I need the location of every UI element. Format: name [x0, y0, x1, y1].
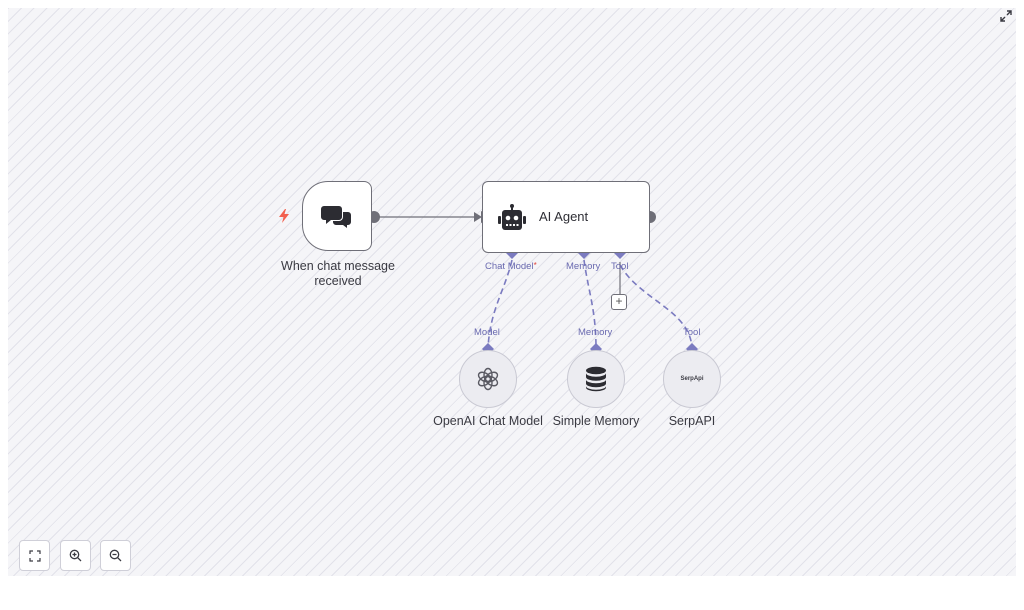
tool-output-label: Tool — [683, 327, 701, 338]
simple-memory-node[interactable] — [567, 350, 625, 408]
serpapi-logo: SerpApi — [680, 376, 704, 382]
zoom-out-button[interactable] — [100, 540, 131, 571]
fullscreen-button[interactable] — [998, 8, 1014, 24]
ai-agent-node[interactable]: AI Agent — [482, 181, 650, 253]
openai-chat-model-node[interactable] — [459, 350, 517, 408]
add-tool-button[interactable]: + — [611, 294, 627, 310]
chat-trigger-label: When chat message received — [281, 259, 395, 288]
memory-port-label: Memory — [566, 261, 601, 272]
fit-view-icon — [28, 549, 41, 562]
workflow-canvas[interactable] — [8, 8, 1016, 576]
zoom-out-icon — [109, 549, 122, 562]
chat-bubbles-icon — [321, 206, 351, 228]
openai-icon — [477, 367, 499, 391]
chat-model-port-label: Chat Model* — [485, 261, 537, 272]
serpapi-label: SerpAPI — [668, 414, 716, 428]
required-mark: * — [533, 261, 537, 270]
openai-chat-model-label: OpenAI Chat Model — [433, 414, 543, 428]
ai-agent-title: AI Agent — [539, 209, 589, 224]
robot-icon — [498, 204, 526, 230]
fit-view-button[interactable] — [19, 540, 50, 571]
model-output-label: Model — [474, 327, 500, 338]
chat-trigger-node[interactable] — [302, 181, 372, 251]
chat-model-port-text: Chat Model — [485, 261, 534, 272]
zoom-in-button[interactable] — [60, 540, 91, 571]
canvas-footer-strip — [0, 576, 1024, 610]
tool-port-label: Tool — [611, 261, 629, 272]
expand-icon — [1000, 10, 1012, 22]
memory-output-label: Memory — [578, 327, 613, 338]
serpapi-node[interactable]: SerpApi — [663, 350, 721, 408]
zoom-in-icon — [69, 549, 82, 562]
lightning-bolt-icon — [279, 209, 289, 223]
database-icon — [586, 366, 606, 392]
simple-memory-label: Simple Memory — [552, 414, 640, 428]
